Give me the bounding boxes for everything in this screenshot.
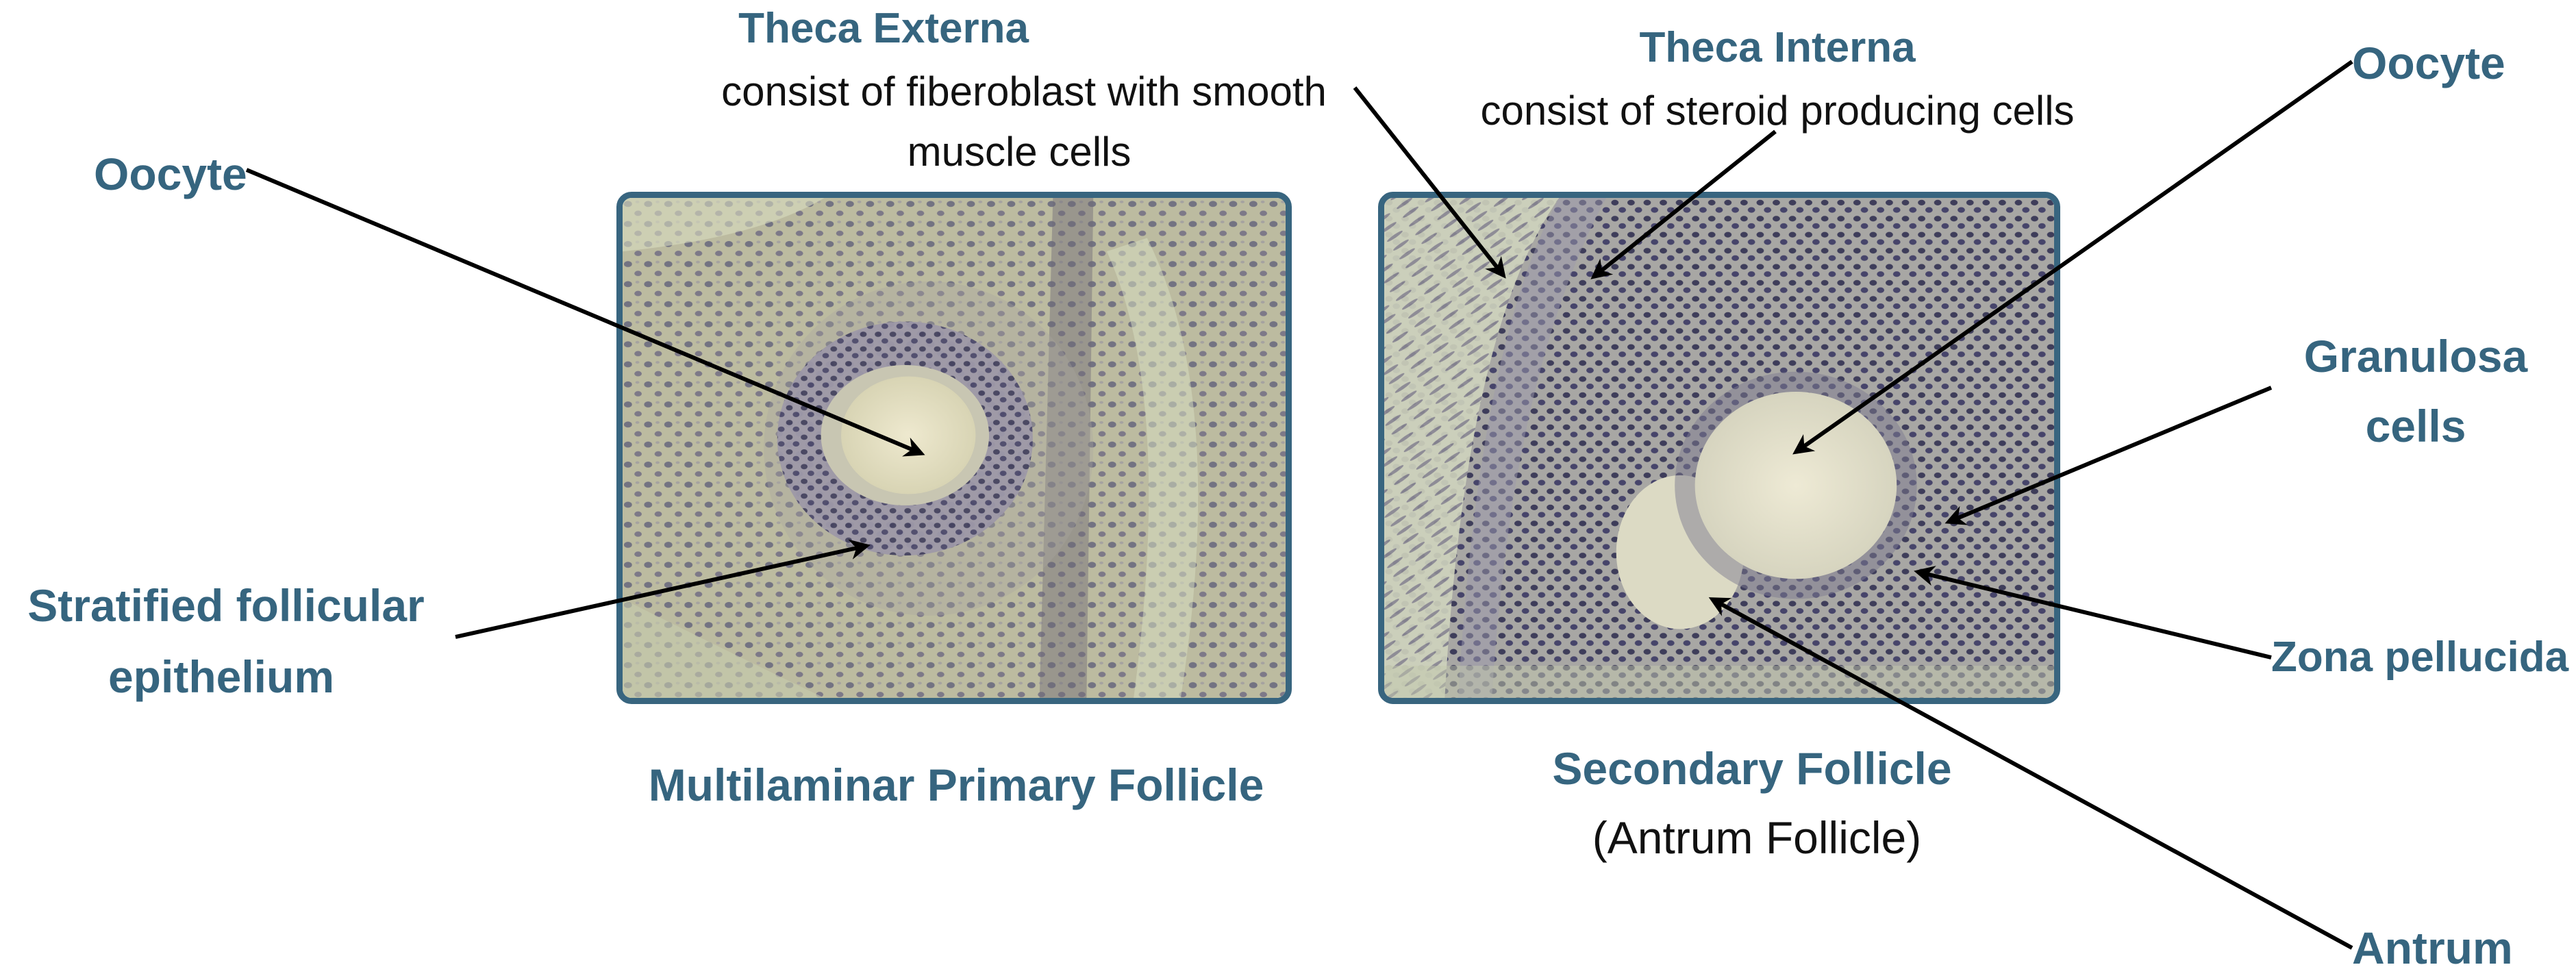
- granulosa-cells-label-line1: Granulosa: [2304, 327, 2527, 386]
- oocyte-label-left: Oocyte: [94, 145, 247, 204]
- caption-secondary-follicle: Secondary Follicle: [1552, 740, 1951, 799]
- oocyte-label-right: Oocyte: [2352, 34, 2505, 93]
- stratified-follicular-label-line1: Stratified follicular: [27, 577, 424, 636]
- theca-externa-title: Theca Externa: [738, 1, 1029, 57]
- theca-externa-description-line1: consist of fiberoblast with smooth: [721, 62, 1327, 121]
- caption-antrum-follicle: (Antrum Follicle): [1592, 805, 1921, 871]
- granulosa-cells-label-line2: cells: [2366, 397, 2466, 456]
- theca-interna-description: consist of steroid producing cells: [1480, 81, 2074, 140]
- stratified-follicular-label-line2: epithelium: [108, 648, 334, 707]
- antrum-label: Antrum: [2352, 919, 2513, 978]
- theca-externa-description-line2: muscle cells: [908, 122, 1131, 181]
- micrograph-secondary-follicle: [1378, 192, 2060, 704]
- caption-multilaminar-primary-follicle: Multilaminar Primary Follicle: [649, 756, 1264, 815]
- zona-pellucida-label: Zona pellucida: [2271, 630, 2568, 686]
- theca-interna-title: Theca Interna: [1639, 21, 1915, 76]
- micrograph-multilaminar-primary-follicle: [616, 192, 1292, 704]
